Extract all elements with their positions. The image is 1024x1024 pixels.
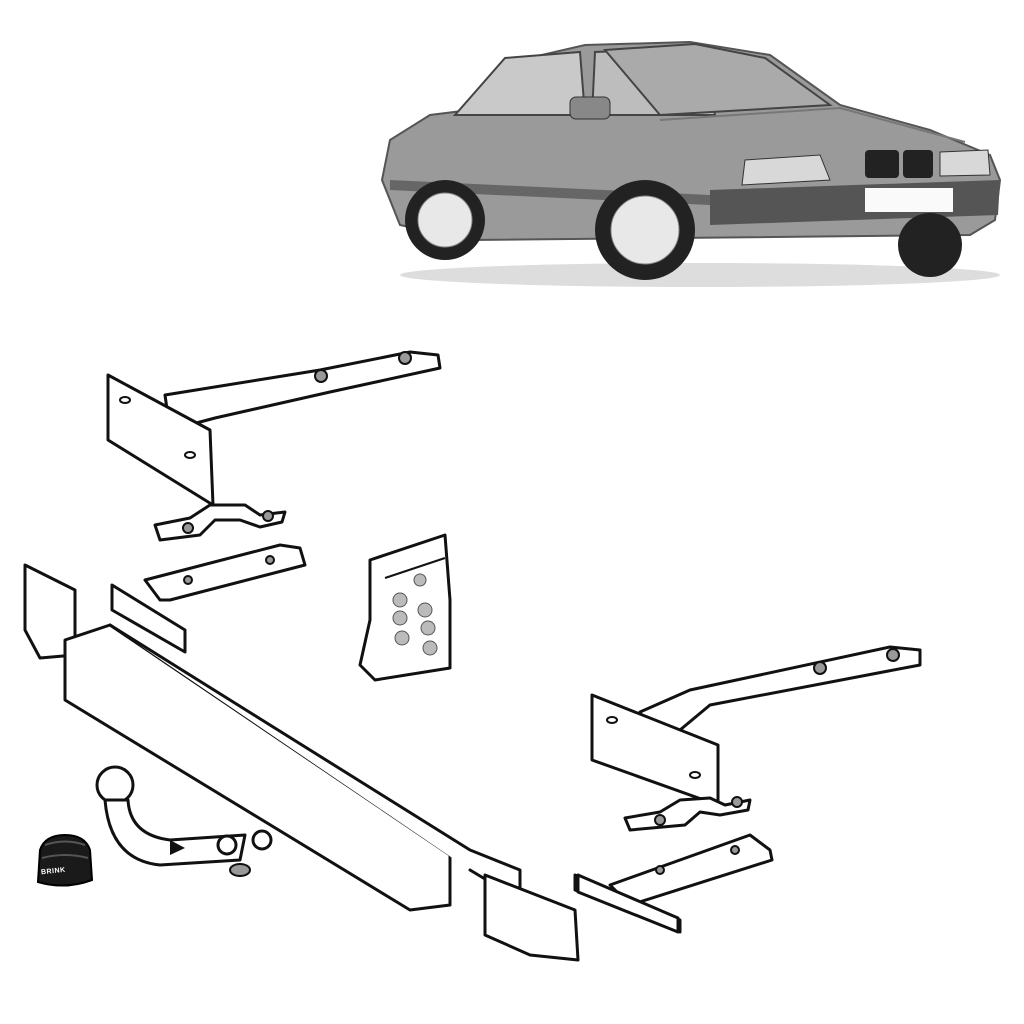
electrical-socket-cover	[36, 833, 94, 887]
main-crossbar	[23, 563, 682, 962]
tow-ball	[95, 765, 273, 877]
towbar-diagram	[0, 330, 1024, 1024]
hardware-bag	[358, 533, 452, 682]
clamp-strip-left	[153, 503, 287, 542]
mounting-bracket-lower-left	[110, 543, 307, 654]
clamp-strip-right	[623, 796, 752, 832]
car-image	[370, 30, 1010, 290]
mounting-bracket-upper-right	[590, 645, 922, 807]
mounting-bracket-lower-right	[576, 833, 774, 934]
mounting-bracket-upper-left	[106, 350, 442, 507]
